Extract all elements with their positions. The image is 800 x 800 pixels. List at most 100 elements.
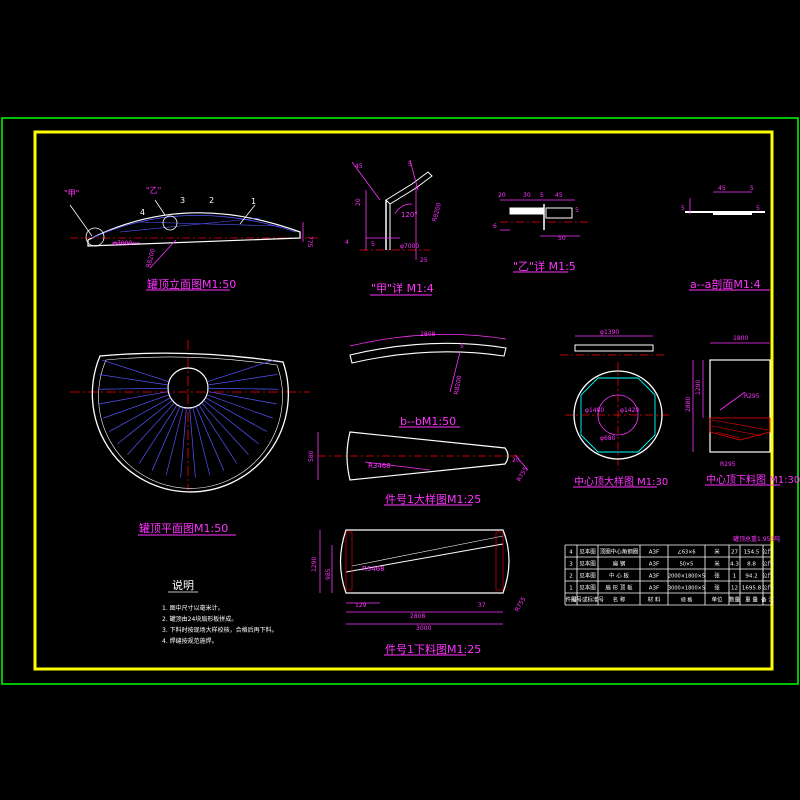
p1c-dim-8: 3000 xyxy=(416,625,431,632)
plan-ray xyxy=(127,402,175,455)
cc-dim-1: 1800 xyxy=(733,335,748,342)
bom-cell: A3F xyxy=(649,550,659,556)
p1l-dim-3: 20 xyxy=(512,457,520,464)
plan-ray xyxy=(195,406,225,471)
p1c-dim-3: R3468 xyxy=(362,565,385,573)
cp-dim-1: φ1390 xyxy=(600,329,619,336)
bom-cell: ∠63×6 xyxy=(677,550,695,556)
bom-cell: 8.8 xyxy=(747,562,756,568)
jia-dim-r: R8200 xyxy=(431,202,443,223)
elev-dim-r: R8200 xyxy=(145,248,157,269)
aa-dim-1: 45 xyxy=(718,185,726,192)
bb-dim-1: 2808 xyxy=(420,331,435,338)
bom-cell: 见本图 xyxy=(579,548,596,556)
p1c-dim-7: R755 xyxy=(514,596,528,613)
elevation-view: "甲" "乙" 1 2 3 4 φ7000 R8200 775 罐顶立面图M1:… xyxy=(64,186,320,291)
bom-cell: 米 xyxy=(714,560,720,568)
plan-ray xyxy=(103,394,170,419)
plan-rays xyxy=(98,359,278,478)
bom-cell: 3000×1800×5 xyxy=(668,586,705,592)
detail-jia-title: "甲"详 M1:4 xyxy=(371,281,434,295)
bom-cell: 张 xyxy=(714,572,720,580)
bom-cell: 中 心 板 xyxy=(609,572,629,580)
elev-callout-jia: "甲" xyxy=(64,189,79,198)
yi-dim-6: 6 xyxy=(493,223,497,230)
bom-header-cell: 数量 xyxy=(729,596,741,604)
bom-header-cell: 备 注 xyxy=(761,596,774,604)
jia-dim-4: 4 xyxy=(345,239,349,246)
bom-header-cell: 件号 xyxy=(565,596,577,604)
plan-ray xyxy=(205,397,267,432)
bom-cell: 12 xyxy=(731,586,738,592)
p1c-dim-6: 37 xyxy=(478,602,486,609)
bom-header-cell: 重 量 xyxy=(745,596,758,604)
bom-cell: 米 xyxy=(714,548,720,556)
inner-frame xyxy=(33,130,774,671)
jia-dim-1: 45 xyxy=(355,163,363,170)
bom-cell: 见本图 xyxy=(579,572,596,580)
plan-ray xyxy=(109,397,171,432)
plan-view: 罐顶平面图M1:50 xyxy=(70,340,310,536)
bom-cell: 见本图 xyxy=(579,584,596,592)
plan-ray xyxy=(102,359,170,383)
notes-heading: 说明 xyxy=(172,578,194,592)
plan-ray xyxy=(198,404,238,464)
section-aa-title: a--a剖面M1:4 xyxy=(690,277,761,291)
bom-cell: 顶圈中心角钢圈 xyxy=(600,548,639,556)
plan-ray xyxy=(117,400,173,445)
elev-dim-h: 775 xyxy=(306,236,313,248)
p1c-dim-5: 2808 xyxy=(410,613,425,620)
elev-num-2: 2 xyxy=(209,196,214,205)
plan-ray xyxy=(98,374,169,386)
cc-dim-4: R295 xyxy=(744,393,760,400)
jia-dim-2: 20 xyxy=(355,198,362,206)
plan-ray xyxy=(206,359,274,383)
jia-dim-phi: φ7000 xyxy=(400,243,419,250)
bom-cell: 张 xyxy=(714,584,720,592)
part1-cut: 1290 985 R3468 129 2808 37 R755 3000 件号1… xyxy=(311,529,528,656)
p1l-dim-4: R755 xyxy=(516,466,530,483)
bom-cell: 1 xyxy=(569,586,573,592)
bom-cell: 154.5 xyxy=(744,550,760,556)
bom-cell: 3 xyxy=(569,562,573,568)
bom-cell: 50×5 xyxy=(680,562,694,568)
p1l-dim-2: R3468 xyxy=(368,462,391,470)
cc-dim-5: R295 xyxy=(720,461,736,468)
bom-cell: 94.2 xyxy=(745,574,757,580)
jia-dim-5: 5 xyxy=(408,161,412,168)
plan-ray xyxy=(207,374,278,386)
aa-dim-3: 5 xyxy=(681,205,685,212)
cp-dim-4: φ680 xyxy=(600,435,616,442)
note-item-4: 4. 焊缝按规范施焊。 xyxy=(162,637,218,645)
yi-dim-4: 45 xyxy=(555,192,563,199)
section-aa: 45 5 5 5 a--a剖面M1:4 xyxy=(681,185,770,291)
section-bb-title: b--bM1:50 xyxy=(400,415,456,428)
bom-cell: 扇 形 顶 板 xyxy=(605,584,633,592)
plan-ray xyxy=(151,406,181,471)
bom-cell: 公斤 xyxy=(762,548,774,556)
cc-dim-3: 2880 xyxy=(685,397,692,412)
yi-dim-7: 5 xyxy=(575,207,579,214)
center-plate-title: 中心顶大样图 M1:30 xyxy=(574,475,668,488)
note-item-1: 1. 图中尺寸以毫米计。 xyxy=(162,604,224,612)
plan-ray xyxy=(165,407,184,476)
elev-num-3: 3 xyxy=(180,196,185,205)
bom-cell: 4.3 xyxy=(730,562,739,568)
jia-dim-6: 25 xyxy=(420,257,428,264)
yi-dim-2: 30 xyxy=(523,192,531,199)
bom-cell: 27 xyxy=(731,550,738,556)
detail-jia: 120° R8200 φ7000 45 20 5 4 5 25 "甲"详 M1:… xyxy=(345,159,443,296)
bom-header-cell: 名 称 xyxy=(613,596,626,604)
part1-cut-title: 件号1下料图M1:25 xyxy=(385,642,481,656)
note-item-2: 2. 罐顶由24块扇形板拼成。 xyxy=(162,615,237,623)
cp-dim-3: φ1420 xyxy=(620,407,639,414)
bom-cell: 4 xyxy=(569,550,573,556)
part1-large-title: 件号1大样图M1:25 xyxy=(385,492,481,506)
bom-cell: 2 xyxy=(569,574,573,580)
plan-ray xyxy=(189,407,196,478)
jia-angle: 120° xyxy=(401,211,418,219)
bom-header-cell: 图号或标准号 xyxy=(571,596,605,604)
